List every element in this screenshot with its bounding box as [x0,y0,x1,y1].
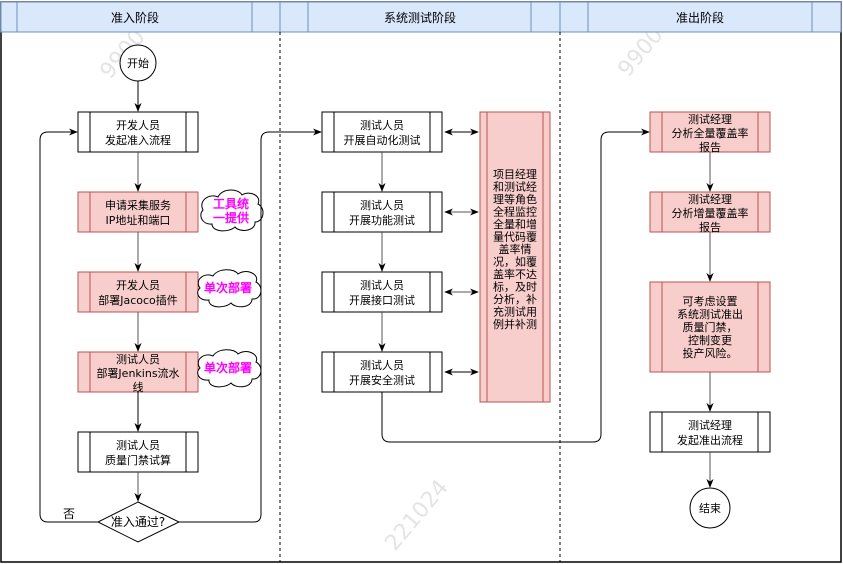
node-line: 质量门禁， [683,320,738,334]
cloud-shape [200,189,264,232]
process-apply-service[interactable]: 申请采集服务 IP地址和端口 [77,191,199,233]
node-line: 测试人员 [360,119,404,132]
cloud-note-tool-provided: 工具统 一提供 [200,189,264,232]
edge-no-loop [39,128,98,523]
node-line: 测试经理 [688,193,732,206]
node-line: 分析增量覆盖率 [672,206,749,220]
watermark: 221024 [380,475,453,555]
process-sec-test[interactable]: 测试人员 开展安全测试 [321,351,443,393]
cloud-label: 单次部署 [204,280,252,295]
node-line: 开展安全测试 [349,373,415,387]
process-exit-initiate[interactable]: 测试经理 发起准出流程 [649,411,771,453]
node-line: 部署Jenkins流水 [96,366,179,380]
process-exit-gate[interactable]: 可考虑设置 系统测试准出 质量门禁， 控制变更 投产风险。 [649,281,771,373]
process-dev-initiate[interactable]: 开发人员 发起准入流程 [77,111,199,153]
node-line: 开发人员 [116,278,160,292]
cloud-note-single-deploy: 单次部署 [197,349,262,388]
lane-header: 准入阶段 系统测试阶段 准出阶段 [0,1,842,33]
process-func-test[interactable]: 测试人员 开展功能测试 [321,191,443,233]
process-auto-test[interactable]: 测试人员 开展自动化测试 [321,111,443,153]
monitor-text: 项目经理和测试经理等角色全程监控全量和增量代码覆盖率情况，如覆盖率不达标，及时分… [493,168,537,331]
node-line: 全量和增 [493,217,537,231]
node-line: 盖率不达 [493,267,537,281]
header-background [0,1,842,33]
process-deploy-jacoco[interactable]: 开发人员 部署Jacoco插件 [77,271,199,313]
node-line: 发起准入流程 [105,133,171,147]
end-label: 结束 [699,502,721,515]
node-line: 开发人员 [116,118,160,132]
node-line: 发起准出流程 [677,433,743,447]
node-line: 测试人员 [360,199,404,212]
node-line: 部署Jacoco插件 [98,293,178,307]
process-incr-report[interactable]: 测试经理 分析增量覆盖率 报告 [649,191,771,234]
node-line: 测试经理 [688,113,732,126]
node-line: 况，如覆 [493,255,537,269]
node-line: 测试人员 [360,279,404,292]
node-line: 盖率情 [499,242,532,256]
node-line: 开展接口测试 [349,294,415,307]
process-gate-trial[interactable]: 测试人员 质量门禁试算 [77,431,199,473]
process-deploy-jenkins[interactable]: 测试人员 部署Jenkins流水 线 [77,351,199,394]
start-node[interactable]: 开始 [119,44,157,82]
lane-title-exit: 准出阶段 [676,10,724,25]
node-line: 开展自动化测试 [344,133,421,147]
start-label: 开始 [127,56,149,70]
node-line: 量代码覆 [493,231,537,244]
edge-to-exit-lane [381,128,650,443]
cloud-label: 单次部署 [204,360,252,375]
node-line: 测试人员 [116,439,160,452]
cloud-note-single-deploy: 单次部署 [197,269,262,308]
node-line: 充测试用 [493,305,537,319]
node-line: 测试经理 [688,419,732,432]
node-line: 开展功能测试 [349,213,415,227]
node-line: 质量门禁试算 [105,453,171,467]
node-line: 和测试经 [493,181,537,194]
node-line: IP地址和端口 [106,213,171,227]
process-full-report[interactable]: 测试经理 分析全量覆盖率 报告 [649,111,771,154]
node-line: 申请采集服务 [105,198,171,212]
lane-title-system-test: 系统测试阶段 [384,10,456,25]
node-line: 全程监控 [493,205,537,219]
node-line: 测试人员 [360,359,404,372]
end-node[interactable]: 结束 [689,487,731,529]
node-line: 分析全量覆盖率 [672,126,749,140]
node-line: 项目经理 [493,168,537,181]
node-line: 报告 [699,140,721,154]
node-line: 控制变更 [688,333,732,347]
node-line: 标，及时 [493,280,537,294]
node-line: 投产风险。 [683,346,738,360]
node-line: 分析，补 [493,292,537,306]
process-api-test[interactable]: 测试人员 开展接口测试 [321,271,443,313]
node-line: 理等角色 [493,192,537,206]
cloud-line: 一提供 [213,210,249,225]
cloud-line: 工具统 [213,196,249,211]
node-line: 系统测试准出 [677,307,743,321]
node-line: 线 [133,380,144,394]
edge-yes [179,128,322,523]
node-line: 报告 [699,220,721,234]
decision-entry-pass[interactable]: 准入通过? [96,501,181,543]
decision-no-label: 否 [63,507,75,521]
lane-title-entry: 准入阶段 [111,10,159,25]
node-line: 测试人员 [116,353,160,366]
node-line: 可考虑设置 [683,295,738,308]
node-line: 例并补测 [493,317,537,331]
decision-label: 准入通过? [111,515,165,529]
process-coverage-monitor[interactable]: 项目经理和测试经理等角色全程监控全量和增量代码覆盖率情况，如覆盖率不达标，及时分… [479,111,551,403]
